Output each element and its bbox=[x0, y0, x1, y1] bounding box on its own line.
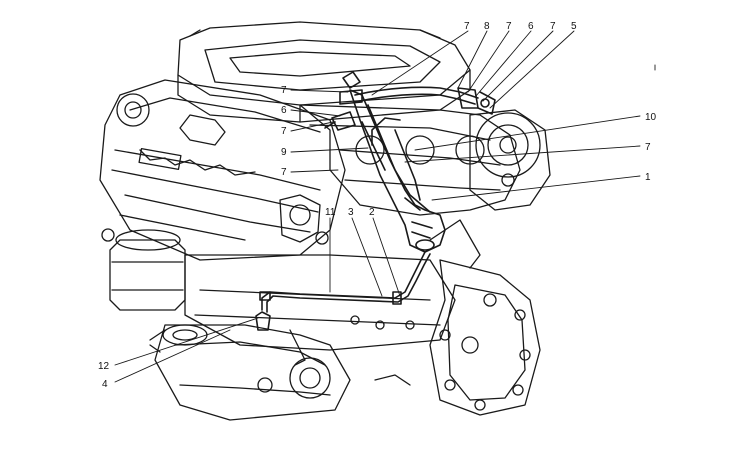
callout-leaders bbox=[114, 30, 656, 383]
callout-7-top-a: 7 bbox=[464, 21, 470, 32]
callout-6-top: 6 bbox=[528, 21, 534, 32]
callout-7-right: 7 bbox=[645, 142, 651, 153]
transmission-housing bbox=[429, 219, 541, 416]
callout-8: 8 bbox=[484, 21, 490, 32]
callout-10: 10 bbox=[645, 112, 657, 123]
callout-11: 11 bbox=[325, 207, 336, 218]
oil-return-hose bbox=[255, 251, 431, 331]
timing-cover bbox=[469, 109, 551, 211]
callout-6-left: 6 bbox=[281, 105, 287, 116]
callout-7-top-c: 7 bbox=[550, 21, 556, 32]
callout-9: 9 bbox=[281, 147, 287, 158]
callout-1: 1 bbox=[645, 172, 651, 183]
callout-7-left-c: 7 bbox=[281, 167, 287, 178]
crankcase bbox=[184, 254, 456, 351]
callout-7-top-b: 7 bbox=[506, 21, 512, 32]
callout-7-left-a: 7 bbox=[281, 85, 287, 96]
callout-2: 2 bbox=[369, 207, 375, 218]
callout-5: 5 bbox=[571, 21, 577, 32]
oil-pan bbox=[149, 324, 411, 421]
callout-labels: 7 8 7 6 7 5 10 7 1 7 6 7 9 7 11 3 2 12 4 bbox=[98, 21, 657, 390]
callout-4: 4 bbox=[102, 379, 108, 390]
callout-3: 3 bbox=[348, 207, 354, 218]
breather-pipe-assembly bbox=[349, 89, 446, 253]
left-cylinder-bank bbox=[99, 79, 346, 261]
callout-12: 12 bbox=[98, 361, 110, 372]
callout-7-left-b: 7 bbox=[281, 126, 287, 137]
oil-filter bbox=[101, 228, 186, 311]
